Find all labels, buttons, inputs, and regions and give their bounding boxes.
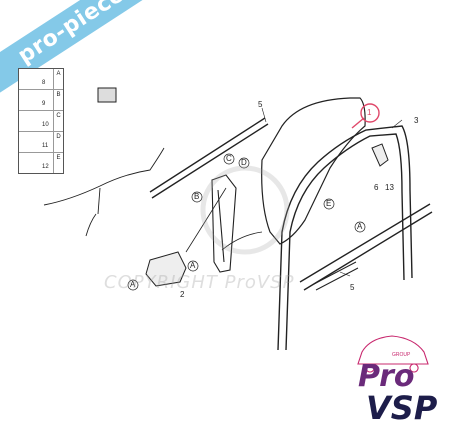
ref-circle-a2 <box>187 260 199 272</box>
legend-row: C 10 <box>19 111 63 132</box>
legend-row: A 8 <box>19 69 63 90</box>
callout-a-2: A <box>190 261 196 270</box>
window-regulator <box>211 174 237 273</box>
regulator-motor <box>145 251 187 287</box>
legend-letter: E <box>53 153 63 173</box>
callout-a-1: A <box>130 280 136 289</box>
inner-weatherstrip <box>149 117 269 199</box>
callout-1-highlight <box>360 103 380 123</box>
brand-pro-text: Pro <box>358 359 415 394</box>
legend-letter: C <box>53 111 63 131</box>
legend-letter: B <box>53 90 63 110</box>
callout-5-top: 5 <box>258 100 263 109</box>
callout-2: 2 <box>180 290 185 299</box>
wiring-harness <box>43 147 165 237</box>
leader-3 <box>391 119 403 129</box>
copyright-watermark-ring <box>200 165 290 255</box>
mirror-bracket <box>371 143 389 167</box>
legend-letter: D <box>53 132 63 152</box>
callout-1: 1 <box>367 108 372 117</box>
legend-row: D 11 <box>19 132 63 153</box>
callout-5-bottom: 5 <box>350 283 355 292</box>
regulator-cable <box>185 187 263 253</box>
provsp-logo: GROUP Pro VSP <box>350 325 450 430</box>
callout-13: 13 <box>385 183 394 192</box>
ref-circle-d <box>238 157 250 169</box>
brand-vsp-text: VSP <box>366 389 438 427</box>
legend-number: 8 <box>42 80 46 86</box>
legend-number: 12 <box>42 164 49 170</box>
outer-weatherstrip <box>299 203 433 291</box>
ref-circle-c <box>223 153 235 165</box>
ref-circle-e <box>323 198 335 210</box>
lower-belt-strip <box>313 261 359 291</box>
connector-part <box>97 87 117 103</box>
leader-5b <box>339 271 351 277</box>
callout-6: 6 <box>374 183 379 192</box>
legend-letter: A <box>53 69 63 89</box>
legend-row: B 9 <box>19 90 63 111</box>
callout-1-arrow <box>351 117 365 129</box>
legend-row: E 12 <box>19 153 63 173</box>
callout-b: B <box>194 192 200 201</box>
window-glass <box>261 97 366 245</box>
door-frame-seal <box>277 125 413 351</box>
callout-c: C <box>226 154 232 163</box>
ref-circle-b <box>191 191 203 203</box>
callout-d: D <box>241 158 247 167</box>
legend-number: 11 <box>42 143 49 149</box>
brand-car-outline <box>357 335 429 373</box>
legend-number: 10 <box>42 122 49 128</box>
callout-e: E <box>326 199 332 208</box>
legend-number: 9 <box>42 101 46 107</box>
copyright-watermark: COPYRIGHT ProVSP <box>104 272 295 293</box>
hardware-legend: A 8 B 9 C 10 D 11 E 12 <box>18 68 64 174</box>
brand-group-label: GROUP <box>392 352 411 358</box>
leader-5a <box>261 107 267 123</box>
callout-3: 3 <box>414 116 419 125</box>
ref-circle-a3 <box>354 221 366 233</box>
ref-circle-a1 <box>127 279 139 291</box>
callout-a-3: A <box>357 222 363 231</box>
